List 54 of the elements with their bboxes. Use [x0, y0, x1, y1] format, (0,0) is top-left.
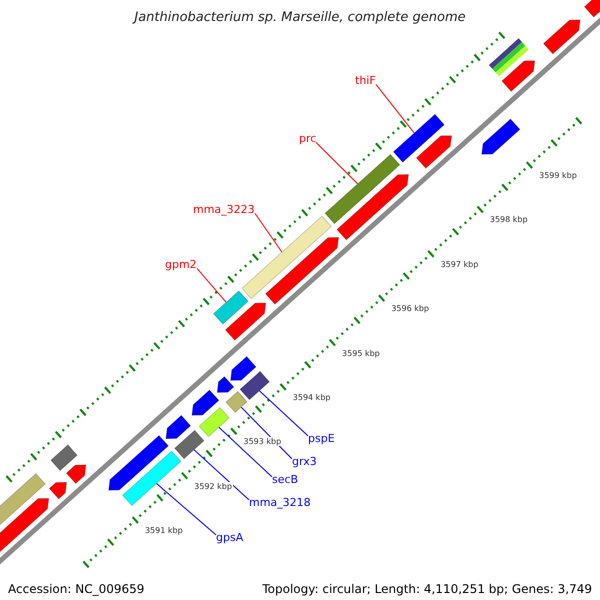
scale-label: 3593 kbp	[242, 437, 282, 446]
gene-block	[488, 38, 529, 76]
gene-block	[174, 430, 204, 460]
gene-block	[213, 290, 249, 325]
gene-block	[108, 435, 169, 490]
gene-label: prc	[299, 132, 316, 145]
leader-line	[194, 449, 250, 500]
gene-block	[224, 302, 266, 341]
gene-block	[336, 174, 409, 240]
gene-block	[192, 390, 220, 416]
gene-block	[241, 216, 332, 300]
scale-label: 3597 kbp	[440, 260, 480, 269]
scale-label: 3595 kbp	[341, 348, 381, 358]
gene-label: secB	[272, 473, 298, 486]
gene-block	[240, 370, 270, 400]
scale-label: 3596 kbp	[390, 304, 430, 314]
leader-line	[218, 426, 272, 478]
gene-label: mma_3218	[249, 496, 311, 509]
gene-block	[216, 376, 234, 393]
leader-line	[258, 390, 308, 436]
gene-block	[48, 482, 67, 500]
gene-block	[225, 390, 248, 413]
gene-block	[198, 407, 230, 438]
scale-label: 3594 kbp	[292, 392, 332, 402]
gene-block	[584, 0, 600, 18]
gene-label: gpsA	[216, 531, 244, 544]
leader-line	[254, 212, 282, 253]
leader-line	[376, 84, 415, 134]
gene-block	[324, 154, 400, 224]
gene-block	[66, 464, 86, 484]
gene-label: mma_3223	[193, 203, 255, 216]
scale-label: 3591 kbp	[144, 526, 184, 535]
gene-label: grx3	[292, 455, 317, 468]
gene-label: pspE	[308, 432, 335, 445]
gene-block	[501, 60, 536, 92]
gene-block	[265, 237, 339, 305]
scale-label: 3598 kbp	[488, 215, 529, 224]
leader-line	[316, 142, 358, 184]
gene-block	[416, 135, 452, 169]
gene-block	[392, 114, 445, 163]
gene-block	[122, 450, 182, 506]
scale-label: 3592 kbp	[193, 482, 233, 491]
scale-label: 3599 kbp	[538, 171, 578, 180]
title: Janthinobacterium sp. Marseille, complete genome	[131, 10, 467, 25]
leader-line	[156, 483, 216, 536]
accession-text: Accession: NC_009659	[7, 581, 146, 598]
gene-block	[166, 414, 192, 439]
gene-label: gpm2	[165, 258, 197, 271]
leader-line	[196, 268, 227, 303]
gene-label: thiF	[355, 74, 376, 87]
gene-block	[543, 20, 580, 54]
gene-block	[50, 444, 78, 472]
gene-block	[230, 356, 256, 381]
gene-block	[481, 118, 520, 155]
